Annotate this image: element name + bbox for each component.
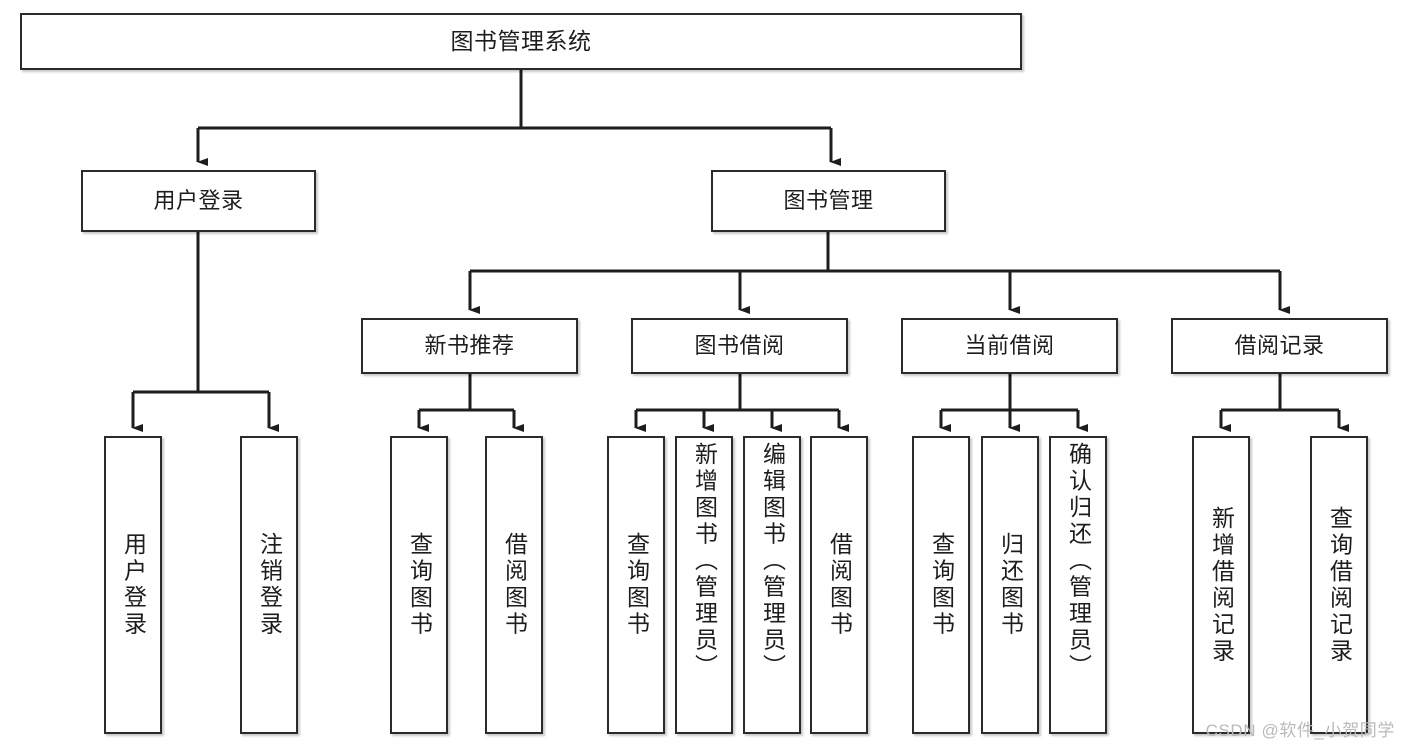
node-label: 借阅图书: [826, 532, 853, 638]
node-label: 确认归还（管理员）: [1065, 442, 1092, 681]
leaf-book-borrow-add[interactable]: 新增图书（管理员）: [675, 436, 733, 734]
node-label: 图书管理系统: [450, 27, 592, 54]
node-label: 新增图书（管理员）: [691, 442, 718, 681]
node-label: 借阅记录: [1234, 333, 1325, 359]
node-book-borrow[interactable]: 图书借阅: [631, 318, 848, 374]
leaf-book-borrow-edit[interactable]: 编辑图书（管理员）: [743, 436, 801, 734]
node-book-management[interactable]: 图书管理: [711, 170, 946, 232]
node-label: 借阅图书: [501, 532, 528, 638]
node-label: 编辑图书（管理员）: [759, 442, 786, 681]
leaf-book-borrow-borrow[interactable]: 借阅图书: [810, 436, 868, 734]
node-label: 用户登录: [153, 188, 244, 214]
node-label: 新书推荐: [424, 333, 515, 359]
node-new-book-recommend[interactable]: 新书推荐: [361, 318, 578, 374]
node-label: 归还图书: [997, 532, 1024, 638]
leaf-borrow-record-query[interactable]: 查询借阅记录: [1310, 436, 1368, 734]
node-label: 查询图书: [928, 532, 955, 638]
leaf-new-book-borrow[interactable]: 借阅图书: [485, 436, 543, 734]
node-root-system[interactable]: 图书管理系统: [20, 13, 1022, 70]
node-label: 当前借阅: [964, 333, 1055, 359]
node-user-login[interactable]: 用户登录: [81, 170, 316, 232]
node-label: 图书管理: [783, 188, 874, 214]
node-label: 查询图书: [406, 532, 433, 638]
node-label: 注销登录: [256, 532, 283, 638]
csdn-watermark: CSDN @软件_小贺同学: [1205, 721, 1395, 740]
leaf-user-login-login[interactable]: 用户登录: [104, 436, 162, 734]
leaf-current-borrow-query[interactable]: 查询图书: [912, 436, 970, 734]
node-label: 查询借阅记录: [1326, 505, 1353, 665]
leaf-current-borrow-confirm-return[interactable]: 确认归还（管理员）: [1049, 436, 1107, 734]
leaf-current-borrow-return[interactable]: 归还图书: [981, 436, 1039, 734]
node-label: 查询图书: [623, 532, 650, 638]
leaf-new-book-query[interactable]: 查询图书: [390, 436, 448, 734]
node-label: 用户登录: [120, 532, 147, 638]
leaf-borrow-record-add[interactable]: 新增借阅记录: [1192, 436, 1250, 734]
node-label: 新增借阅记录: [1208, 505, 1235, 665]
node-current-borrow[interactable]: 当前借阅: [901, 318, 1118, 374]
leaf-user-login-logout[interactable]: 注销登录: [240, 436, 298, 734]
node-borrow-record[interactable]: 借阅记录: [1171, 318, 1388, 374]
node-label: 图书借阅: [694, 333, 785, 359]
leaf-book-borrow-query[interactable]: 查询图书: [607, 436, 665, 734]
